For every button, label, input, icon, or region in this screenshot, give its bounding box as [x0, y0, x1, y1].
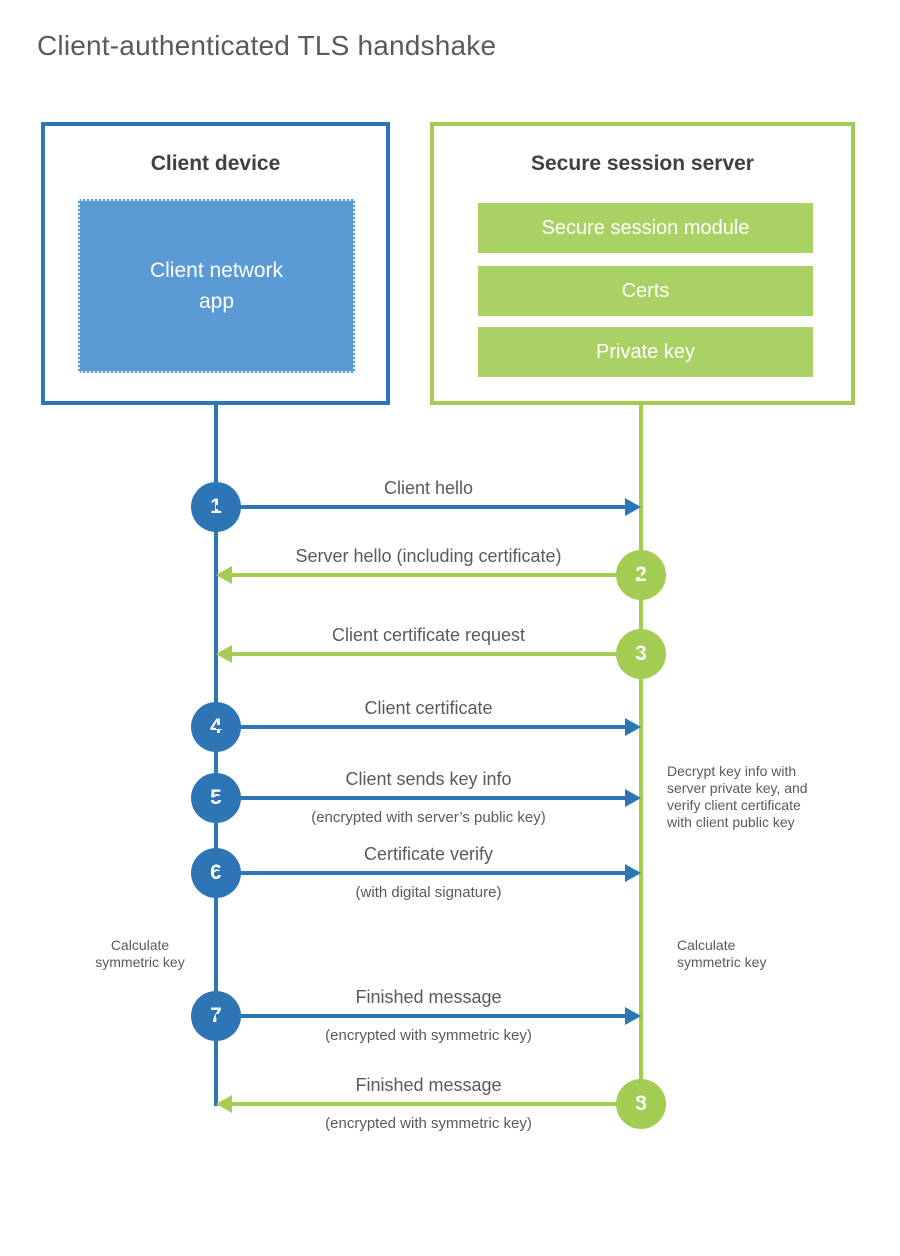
step-7-arrowhead-icon [625, 1007, 641, 1025]
step-5-arrow-line [216, 796, 625, 800]
step-2-label: Server hello (including certificate) [295, 546, 562, 566]
step-7-arrow-line [216, 1014, 625, 1018]
step-8-arrowhead-icon [216, 1095, 232, 1113]
server-module-secure-session: Secure session module [478, 203, 813, 253]
page-title: Client-authenticated TLS handshake [37, 30, 497, 61]
server-lifeline [639, 405, 643, 1104]
step-6-sublabel: (with digital signature) [355, 884, 502, 901]
step-1-arrowhead-icon [625, 498, 641, 516]
note-client-calculate-symmetric-key: Calculate symmetric key [95, 937, 185, 970]
step-8-circle: 8 [616, 1079, 666, 1129]
step-4-arrowhead-icon [625, 718, 641, 736]
step-6-arrowhead-icon [625, 864, 641, 882]
step-8-arrow-line [232, 1102, 641, 1106]
client-device-title: Client device [150, 152, 281, 175]
step-6-arrow-line [216, 871, 625, 875]
note-server-decrypt-key-info: Decrypt key info with server private key… [667, 763, 808, 830]
step-7-sublabel: (encrypted with symmetric key) [325, 1027, 532, 1044]
client-network-app-label: Client network app [149, 258, 284, 314]
step-4-arrow-line [216, 725, 625, 729]
step-2-arrow-line [232, 573, 641, 577]
step-2-circle: 2 [616, 550, 666, 600]
server-module-private-key: Private key [478, 327, 813, 377]
step-2-arrowhead-icon [216, 566, 232, 584]
step-4-label: Client certificate [364, 698, 493, 718]
step-8-sublabel: (encrypted with symmetric key) [325, 1115, 532, 1132]
server-module-certs: Certs [478, 266, 813, 316]
step-1-arrow-line [216, 505, 625, 509]
client-device-box: Client device Client network app [41, 122, 390, 405]
step-3-arrowhead-icon [216, 645, 232, 663]
step-5-label: Client sends key info [345, 769, 512, 789]
step-8-label: Finished message [355, 1075, 502, 1095]
client-lifeline [214, 405, 218, 1106]
step-3-label: Client certificate request [331, 625, 526, 645]
client-network-app-box: Client network app [78, 199, 355, 373]
step-5-sublabel: (encrypted with server’s public key) [311, 809, 546, 826]
step-7-label: Finished message [355, 987, 502, 1007]
note-server-calculate-symmetric-key: Calculate symmetric key [677, 937, 767, 970]
step-1-label: Client hello [383, 478, 474, 498]
secure-session-server-title: Secure session server [531, 152, 754, 175]
step-3-arrow-line [232, 652, 641, 656]
step-5-arrowhead-icon [625, 789, 641, 807]
secure-session-server-box: Secure session server Secure session mod… [430, 122, 855, 405]
step-6-label: Certificate verify [363, 844, 494, 864]
